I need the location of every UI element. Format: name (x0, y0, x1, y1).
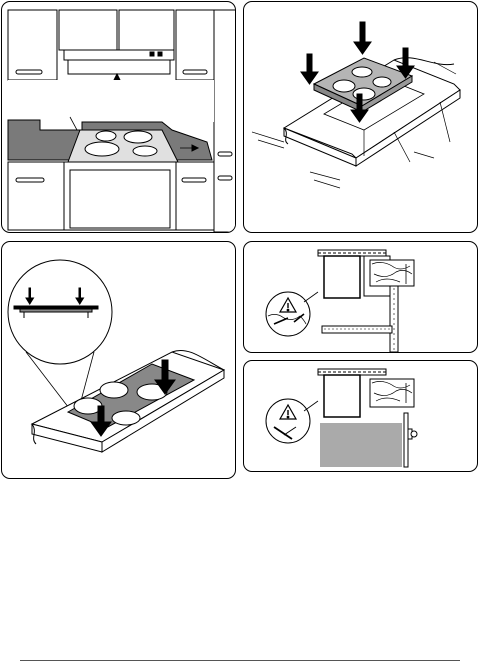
upper-cabinet-mid-right (119, 10, 174, 50)
hob-body (324, 375, 360, 417)
hob-cutout-dimensions-figure (243, 1, 478, 233)
page-footer-rule (20, 660, 460, 661)
hob-seal-placement-drawing (2, 242, 236, 479)
hob-above-oven-warning-drawing (244, 361, 478, 472)
worktop-clearance-warning-drawing (244, 242, 478, 353)
upper-cabinet-mid-left (59, 10, 117, 50)
worktop-edge-wood (370, 379, 414, 407)
worktop-clearance-warning-figure (243, 241, 478, 353)
hob-cutout-dimensions-drawing (244, 2, 478, 233)
base-cabinet-right (176, 162, 214, 230)
hob-body (324, 256, 360, 298)
base-cabinet-left (8, 162, 64, 230)
hob-seal-placement-figure (1, 241, 236, 479)
hob (68, 130, 178, 162)
worktop-edge-wood (370, 260, 414, 286)
kitchen-overview-figure (1, 1, 236, 233)
kitchen-overview-drawing (2, 2, 236, 233)
oven-below (320, 423, 402, 467)
hob-above-oven-warning-figure (243, 360, 478, 472)
